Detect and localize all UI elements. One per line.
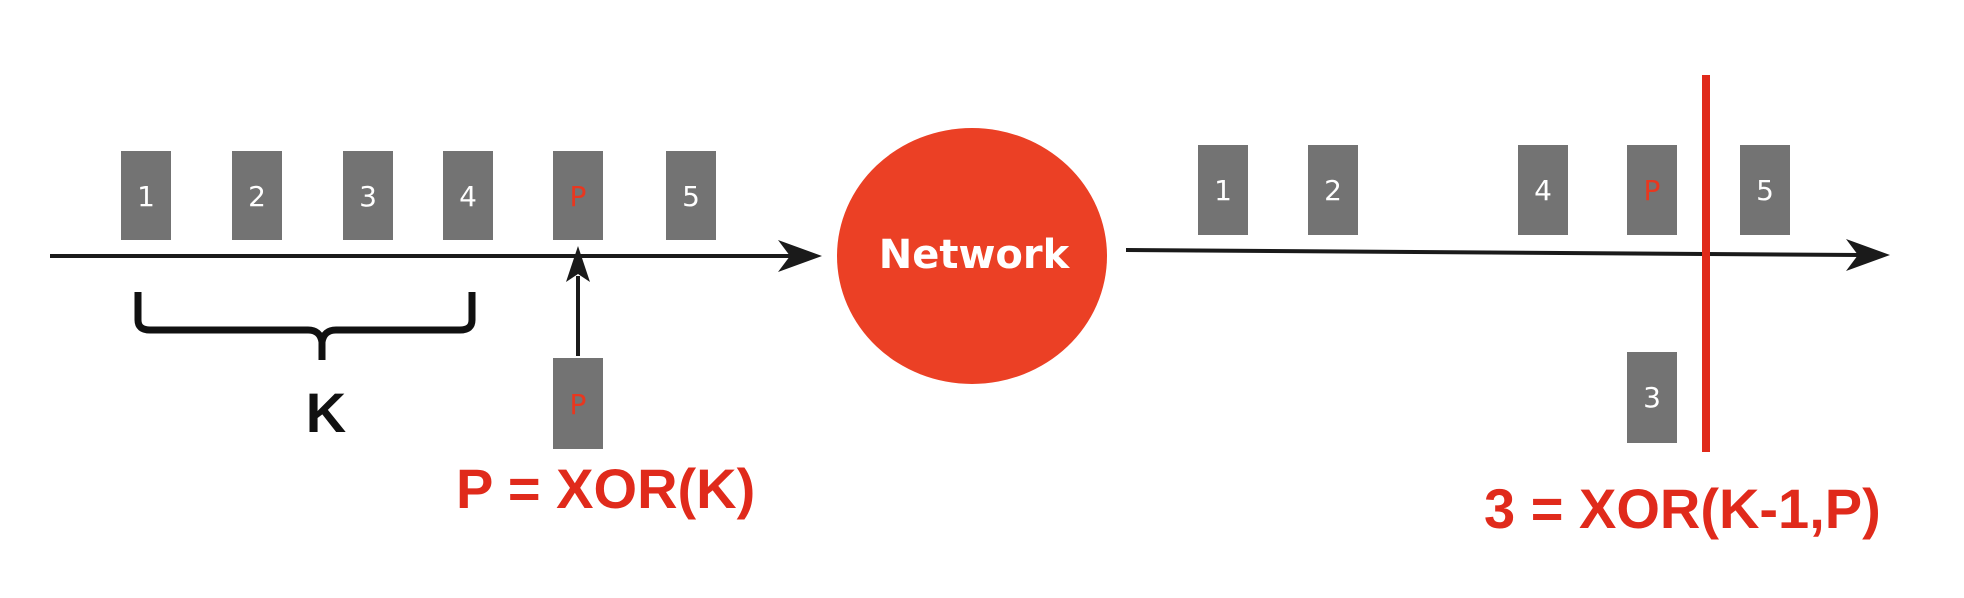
receiver-arrowhead xyxy=(1846,239,1890,271)
sender-packet-2-label: 2 xyxy=(248,180,266,213)
sender-arrowhead xyxy=(778,240,822,272)
sender-packet-5-label: 5 xyxy=(682,180,700,213)
recovered-packet: 3 xyxy=(1627,352,1677,443)
insert-arrowhead xyxy=(566,246,590,282)
recovered-packet-label: 3 xyxy=(1643,381,1661,414)
parity-packet-source: P xyxy=(553,358,603,449)
sender-packet-3: 3 xyxy=(343,151,393,240)
sender-formula: P = XOR(K) xyxy=(456,457,755,520)
receiver-packet-5-label: 5 xyxy=(1756,174,1774,207)
receiver-packet-1: 1 xyxy=(1198,145,1248,235)
receiver-packet-parity: P xyxy=(1627,145,1677,235)
sender-packet-2: 2 xyxy=(232,151,282,240)
receiver-packet-parity-label: P xyxy=(1644,174,1661,207)
receiver-packet-2-label: 2 xyxy=(1324,174,1342,207)
sender-stream: 1 2 3 4 P 5 K P P = X xyxy=(50,151,822,520)
k-brace xyxy=(134,292,476,360)
sender-packet-4-label: 4 xyxy=(459,180,477,213)
network-label: Network xyxy=(879,232,1071,278)
sender-packet-5: 5 xyxy=(666,151,716,240)
sender-packet-parity: P xyxy=(553,151,603,240)
receiver-packet-4: 4 xyxy=(1518,145,1568,235)
network-node: Network xyxy=(837,128,1107,384)
sender-packet-4: 4 xyxy=(443,151,493,240)
receiver-packet-1-label: 1 xyxy=(1214,174,1232,207)
sender-packet-1: 1 xyxy=(121,151,171,240)
receiver-stream: 1 2 4 P 5 3 3 = XOR(K-1,P) xyxy=(1125,75,1890,540)
sender-packet-parity-label: P xyxy=(570,180,587,213)
parity-packet-source-label: P xyxy=(570,388,587,421)
receiver-formula: 3 = XOR(K-1,P) xyxy=(1484,477,1881,540)
receiver-packet-2: 2 xyxy=(1308,145,1358,235)
sender-packet-3-label: 3 xyxy=(359,180,377,213)
k-label: K xyxy=(306,381,346,444)
receiver-packet-4-label: 4 xyxy=(1534,174,1552,207)
receiver-packet-5: 5 xyxy=(1740,145,1790,235)
sender-packet-1-label: 1 xyxy=(137,180,155,213)
receiver-timeline xyxy=(1125,248,1861,257)
